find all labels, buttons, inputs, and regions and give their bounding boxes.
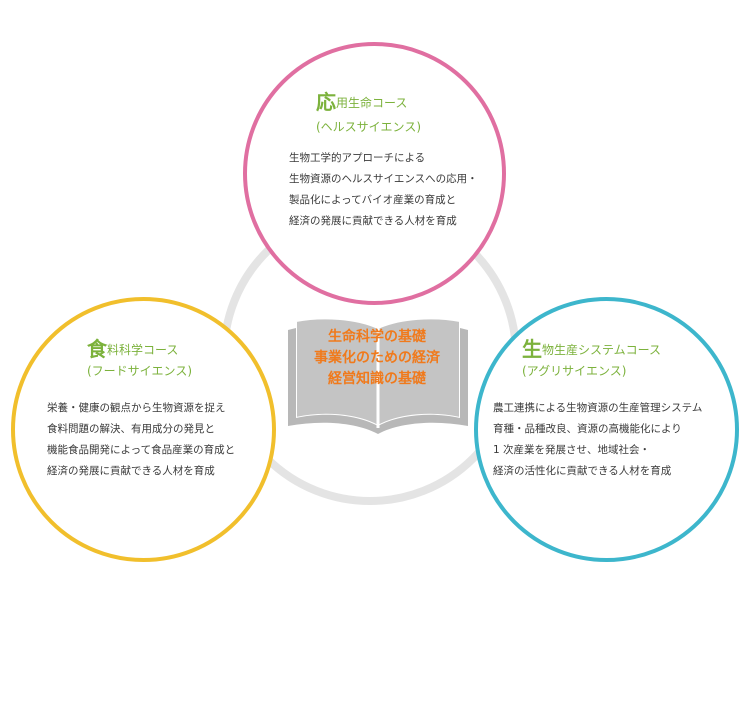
description-line: 食料問題の解決、有用成分の発見と: [47, 423, 215, 435]
course-description-food: 栄養・健康の観点から生物資源を捉え 食料問題の解決、有用成分の発見と 機能食品開…: [47, 398, 235, 482]
course-subtitle-health: (ヘルスサイエンス): [316, 120, 422, 134]
course-description-health: 生物工学的アプローチによる 生物資源のヘルスサイエンスへの応用・ 製品化によって…: [289, 148, 478, 232]
course-initial: 応: [316, 90, 336, 114]
description-line: 経済の発展に貢献できる人材を育成: [47, 465, 215, 477]
course-name: 料科学コース: [107, 343, 179, 357]
core-line: 生命科学の基礎: [328, 329, 426, 345]
description-line: 経済の発展に貢献できる人材を育成: [289, 215, 457, 227]
description-line: 栄養・健康の観点から生物資源を捉え: [47, 402, 226, 414]
description-line: 経済の活性化に貢献できる人材を育成: [493, 465, 672, 477]
course-title-agri: 生物生産システムコース: [522, 337, 661, 361]
course-title-food: 食料科学コース: [87, 337, 178, 361]
course-circle-health: [243, 42, 506, 305]
core-foundations: 生命科学の基礎 事業化のための経済 経営知識の基礎: [292, 327, 462, 390]
description-line: 生物資源のヘルスサイエンスへの応用・: [289, 173, 478, 185]
description-line: 農工連携による生物資源の生産管理システム: [493, 402, 703, 414]
description-line: 機能食品開発によって食品産業の育成と: [47, 444, 236, 456]
course-initial: 生: [522, 337, 542, 361]
description-line: 育種・品種改良、資源の高機能化により: [493, 423, 682, 435]
core-line: 経営知識の基礎: [328, 371, 426, 387]
course-subtitle-agri: (アグリサイエンス): [522, 364, 627, 378]
core-line: 事業化のための経済: [314, 350, 440, 366]
course-circle-agri: [474, 297, 739, 562]
course-circle-food: [11, 297, 276, 562]
course-subtitle-food: (フードサイエンス): [87, 364, 193, 378]
description-line: 生物工学的アプローチによる: [289, 152, 426, 164]
course-title-health: 応用生命コース: [316, 90, 407, 114]
course-description-agri: 農工連携による生物資源の生産管理システム 育種・品種改良、資源の高機能化により …: [493, 398, 702, 482]
course-name: 物生産システムコース: [542, 343, 662, 357]
course-initial: 食: [87, 337, 107, 361]
course-name: 用生命コース: [336, 96, 408, 110]
open-book-icon: [288, 317, 468, 434]
description-line: 1 次産業を発展させ、地域社会・: [493, 444, 651, 456]
description-line: 製品化によってバイオ産業の育成と: [289, 194, 457, 206]
